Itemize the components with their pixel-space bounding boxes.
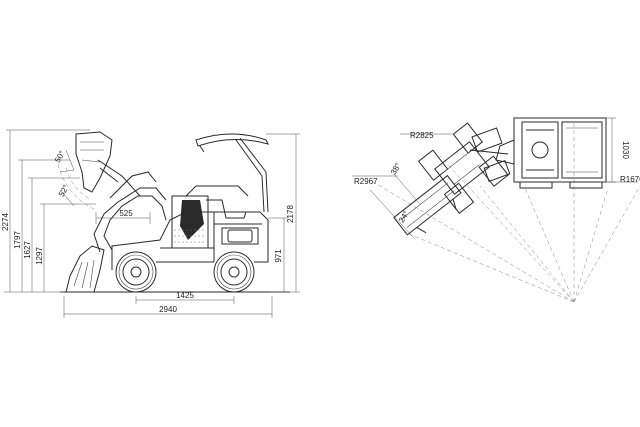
front-bucket (393, 174, 462, 236)
front-frame (417, 122, 509, 214)
loader-boom (93, 159, 167, 253)
dim-height-971: 971 (274, 249, 283, 263)
dim-angle-mid: 52° (57, 183, 71, 198)
dim-radius-outer: R2967 (354, 177, 378, 186)
bucket-raised (75, 131, 113, 193)
dim-lines-bottom (63, 212, 273, 318)
cab-panel (213, 212, 262, 262)
dim-lines-right (266, 133, 300, 293)
engine-block (171, 195, 209, 249)
dim-width: 1030 (621, 141, 630, 159)
dim-lines-top (352, 117, 638, 183)
dim-height-1627: 1627 (23, 241, 32, 259)
hood-top (185, 185, 249, 197)
swing-arc-inner (65, 167, 93, 201)
dim-height-pin: 1797 (13, 231, 22, 249)
dim-angle-a: 38° (389, 161, 403, 176)
dim-height-1297: 1297 (35, 247, 44, 265)
angle-top-guide (59, 149, 75, 173)
dim-length-total: 2940 (159, 305, 177, 314)
cab-window (227, 229, 253, 243)
chassis-frame (156, 247, 214, 263)
side-view: 2274 1797 1627 1297 2178 971 525 1425 29… (1, 129, 300, 318)
rear-body (513, 117, 607, 189)
front-wheel (213, 251, 255, 293)
turning-guides (369, 120, 640, 303)
dim-angle-b: 24° (397, 209, 411, 224)
dim-wheelbase: 1425 (176, 291, 194, 300)
swing-arc-outer (57, 163, 97, 211)
dim-angle-top: 50° (53, 149, 67, 164)
dim-radius-inner: R2825 (410, 131, 434, 140)
dim-lines-left (4, 129, 96, 293)
dim-reach: 525 (119, 209, 133, 218)
rops-frame (195, 133, 269, 213)
rear-wheel (115, 251, 157, 293)
dim-height-cab: 2178 (286, 205, 295, 223)
seat (206, 199, 247, 219)
top-view: R2825 R2967 R1676 1030 38° 24° (352, 117, 640, 303)
dim-radius-rear: R1676 (620, 175, 640, 184)
angle-mid-guide (59, 189, 75, 207)
bucket-lowered (65, 245, 105, 293)
dim-height-total: 2274 (1, 213, 10, 231)
